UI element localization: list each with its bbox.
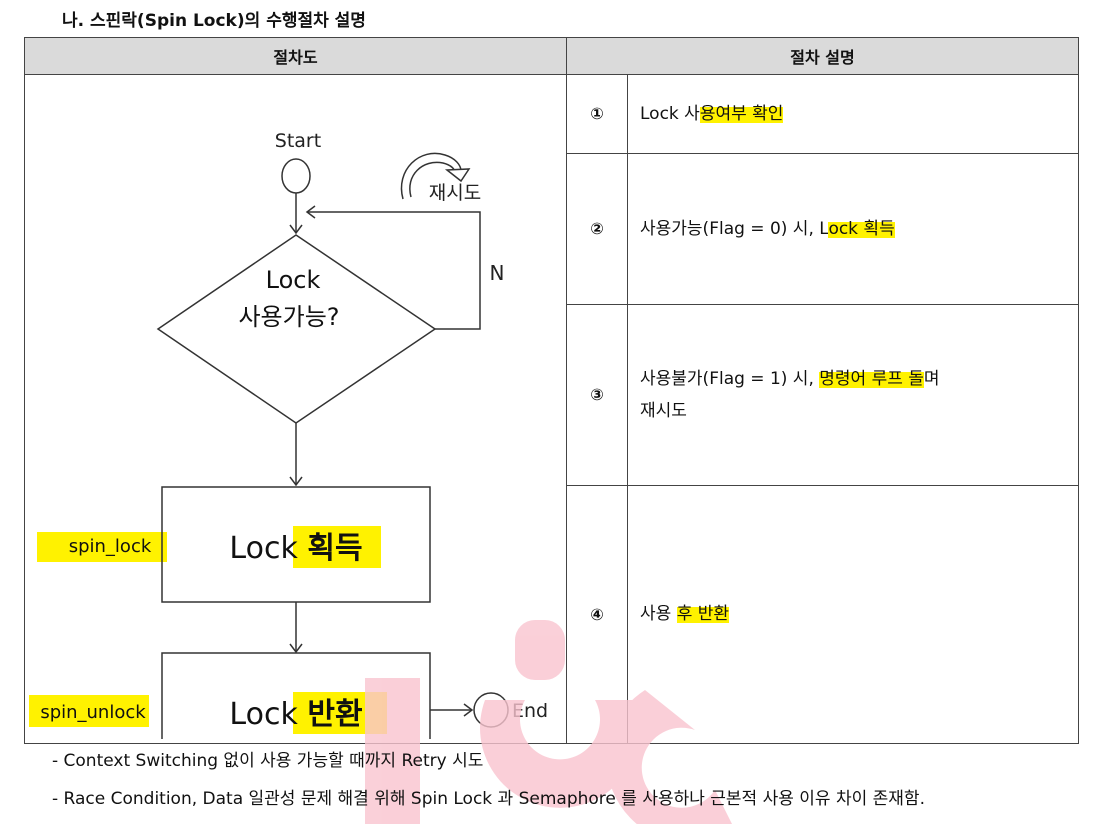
retry-label: 재시도 xyxy=(429,182,481,204)
col-header-chart: 절차도 xyxy=(24,37,567,75)
retry-loop xyxy=(307,211,481,330)
step-num: ① xyxy=(566,74,628,154)
col-header-desc: 절차 설명 xyxy=(566,37,1079,75)
spin-lock-label: spin_lock xyxy=(69,536,152,557)
box1-hl xyxy=(293,526,381,568)
note-line: - Context Switching 없이 사용 가능할 때까지 Retry … xyxy=(52,751,484,771)
note-line: - Race Condition, Data 일관성 문제 해결 위해 Spin… xyxy=(52,789,925,809)
retry-curl-icon xyxy=(400,152,462,200)
arrowhead-box2 xyxy=(289,643,303,654)
arrowhead-box1 xyxy=(289,476,303,487)
start-label: Start xyxy=(275,130,321,152)
end-label: End xyxy=(512,700,548,722)
start-circle xyxy=(281,158,311,194)
no-label: N xyxy=(490,261,505,285)
arrowhead-loop xyxy=(305,205,316,219)
end-circle xyxy=(473,692,509,728)
arrowhead-end xyxy=(463,703,474,717)
step-num: ② xyxy=(566,152,628,306)
spin-unlock-label: spin_unlock xyxy=(40,702,146,723)
step-desc: Lock 사용여부 확인 xyxy=(627,74,1079,154)
procedure-table: 절차도 절차 설명 Start N xyxy=(24,37,1079,769)
flowchart: Start N 재시도 Lock 사용가능? xyxy=(29,130,548,769)
flowchart-cell: Start N 재시도 Lock 사용가능? xyxy=(24,74,567,769)
step-desc: 사용 후 반환 xyxy=(627,484,1079,745)
arrowhead-start xyxy=(289,224,303,235)
section-heading: 나. 스핀락(Spin Lock)의 수행절차 설명 xyxy=(62,11,366,31)
step-desc: 사용가능(Flag = 0) 시, Lock 획득 xyxy=(627,152,1079,306)
step-num: ④ xyxy=(566,484,628,745)
box1-text: Lock 획득 xyxy=(229,531,362,566)
step-num: ③ xyxy=(566,304,628,486)
spin-lock-hl xyxy=(37,532,167,562)
retry-curl-arrowhead xyxy=(444,168,471,183)
decision-line1: Lock xyxy=(266,266,321,294)
spin-unlock-hl xyxy=(29,695,149,727)
decision-line2: 사용가능? xyxy=(238,303,339,331)
box2-text: Lock 반환 xyxy=(229,697,362,732)
